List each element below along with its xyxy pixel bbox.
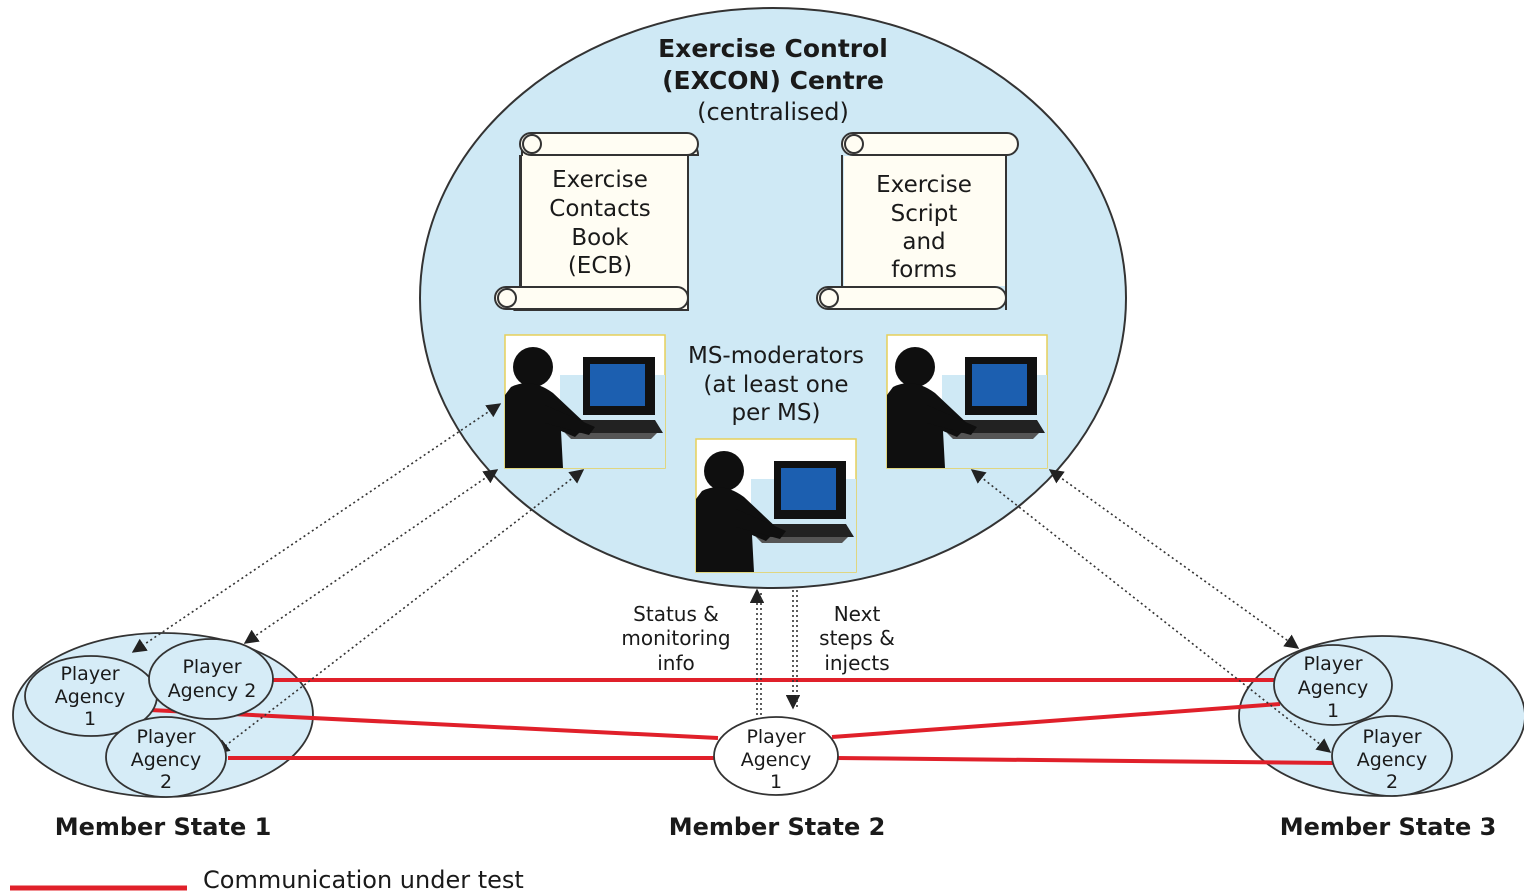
ms1-agency-1-line-3: 1 [84,708,96,730]
ms1-agency-2b-node [105,716,227,798]
ms2-agency-1-node [713,716,839,796]
scroll-ecb-line-1: Exercise [552,167,648,193]
scroll-script-line-2: Script [891,201,958,227]
status-label-line-2: monitoring [621,626,730,650]
ms2-agency-1-line-2: Agency [741,749,811,771]
scroll-ecb-line-4: (ECB) [568,253,632,279]
ms3-agency-2-line-3: 2 [1386,771,1398,793]
ms3-agency-1-node [1273,644,1393,726]
ms1-agency-2-line-1: Player [182,656,241,678]
moderator-right-image [886,334,1048,469]
ms3-agency-1-line-3: 1 [1327,700,1339,722]
scroll-ecb-line-3: Book [571,225,629,251]
ms2-agency-1-line-3: 1 [770,771,782,793]
excon-title-line2: (EXCON) Centre [662,66,884,95]
ms1-agency-2-line-2: Agency 2 [168,680,257,702]
member-state-2-label: Member State 2 [669,813,886,841]
moderator-left-image [504,334,666,469]
scroll-script-line-4: forms [891,257,957,283]
legend-label: Communication under test [203,866,524,893]
next-label-line-3: injects [824,651,889,675]
ms1-agency-2-node [148,638,274,720]
next-label-line-2: steps & [819,626,895,650]
monitoring-arrows [131,403,1332,754]
moderator-centre-image [695,438,857,573]
ms3-agency-2-node [1331,715,1453,797]
ms1-agency-2b-line-2: Agency [131,749,201,771]
status-label-line-3: info [657,651,695,675]
scroll-contacts-book: Exercise Contacts Book (ECB) [494,132,700,311]
ms2-agency-1-line-1: Player [746,726,805,748]
ms3-agency-2-line-1: Player [1362,726,1421,748]
next-label-line-1: Next [834,602,881,626]
ms3-agency-1-line-2: Agency [1298,677,1368,699]
ms1-agency-1-line-1: Player [60,663,119,685]
member-state-1-label: Member State 1 [55,813,272,841]
excon-title-line1: Exercise Control [658,34,888,63]
ms3-agency-2-line-2: Agency [1357,749,1427,771]
scroll-script-line-1: Exercise [876,172,972,198]
excon-subtitle: (centralised) [697,98,849,126]
scroll-exercise-script: Exercise Script and forms [816,132,1019,310]
status-label-line-1: Status & [633,602,719,626]
ms1-agency-2b-line-3: 2 [160,771,172,793]
ms1-agency-2b-line-1: Player [136,726,195,748]
scroll-ecb-line-2: Contacts [549,196,650,222]
moderators-line-3: per MS) [732,400,821,426]
scroll-script-line-3: and [902,229,945,255]
member-state-3-label: Member State 3 [1280,813,1497,841]
ms1-agency-1-line-2: Agency [55,686,125,708]
ms3-agency-1-line-1: Player [1303,653,1362,675]
moderators-line-2: (at least one [703,372,848,398]
moderators-line-1: MS-moderators [688,343,864,369]
